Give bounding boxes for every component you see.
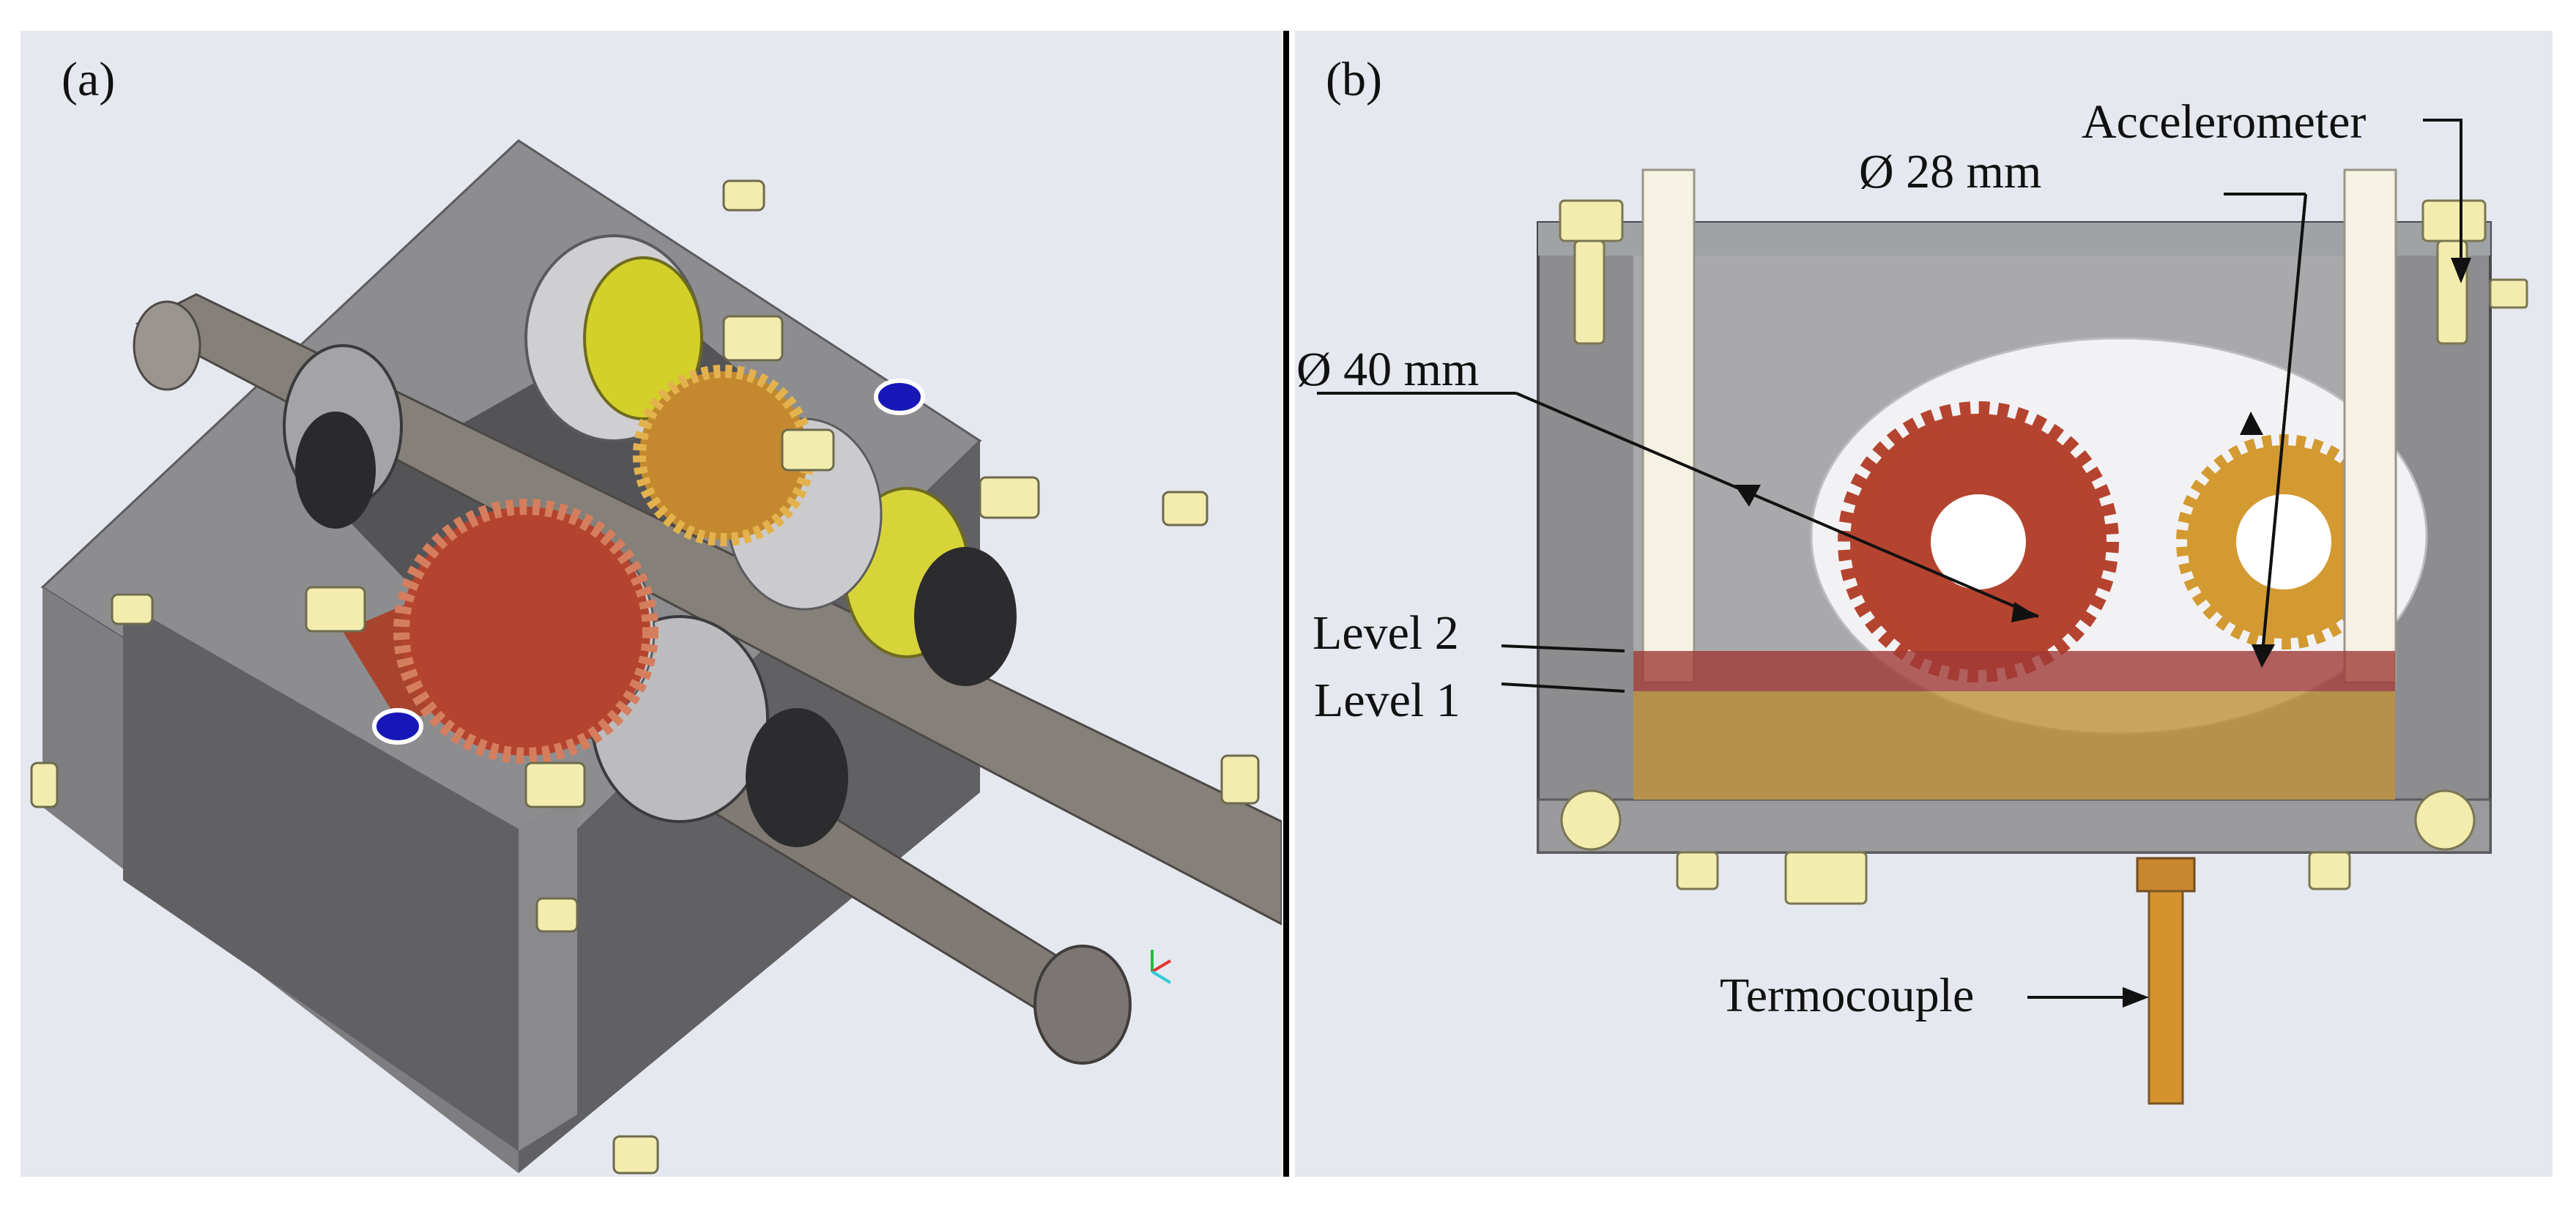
level-2-label: Level 2 [1313, 606, 1459, 660]
thermocouple-nut [2136, 857, 2196, 893]
front-block-edge [519, 792, 577, 1151]
panel-a-isometric-view: (a) [21, 31, 1282, 1177]
large-gear-bore [1931, 494, 2026, 589]
gearbox-section-illustration [1317, 119, 2528, 1105]
bearing-rollers-2 [583, 256, 703, 420]
seal-ring-front [746, 708, 848, 847]
blue-dot-front [372, 708, 423, 745]
panel-divider [1283, 31, 1289, 1177]
oil-band-level-2 [1633, 651, 2395, 691]
housing-lid [1538, 223, 2490, 256]
level-1-label: Level 1 [1314, 674, 1460, 727]
bolts [1559, 199, 2528, 905]
axis-triad-icon [1151, 950, 1172, 984]
seal-ring-back [914, 547, 1017, 686]
housing-base [1537, 798, 2492, 854]
bolts [30, 179, 1260, 1175]
gearbox-isometric-illustration [30, 139, 1282, 1175]
seal-ring-left [295, 412, 376, 529]
accelerometer-label: Accelerometer [2082, 95, 2367, 149]
thermocouple-probe [2148, 890, 2184, 1105]
blue-dot-back [874, 379, 925, 415]
tie-rod-right [2343, 168, 2397, 684]
oil-band-level-1 [1633, 691, 2395, 800]
back-shaft-end [133, 300, 201, 391]
thermocouple-label: Termocouple [1720, 969, 1975, 1022]
large-gear [393, 499, 658, 764]
panel-a-tag: (a) [62, 53, 116, 106]
front-block [123, 602, 519, 1151]
tie-rod-left [1641, 168, 1696, 684]
diameter-28-label: Ø 28 mm [1859, 145, 2042, 198]
diameter-40-label: Ø 40 mm [1296, 343, 1480, 396]
front-shaft-end [1033, 945, 1132, 1065]
small-gear-bore [2236, 494, 2331, 589]
arrowheads [1734, 258, 2471, 1008]
panel-b-section-view: (b) Accelerometer Ø 28 mm Ø 40 mm Level … [1295, 31, 2553, 1177]
panel-b-tag: (b) [1326, 53, 1382, 106]
